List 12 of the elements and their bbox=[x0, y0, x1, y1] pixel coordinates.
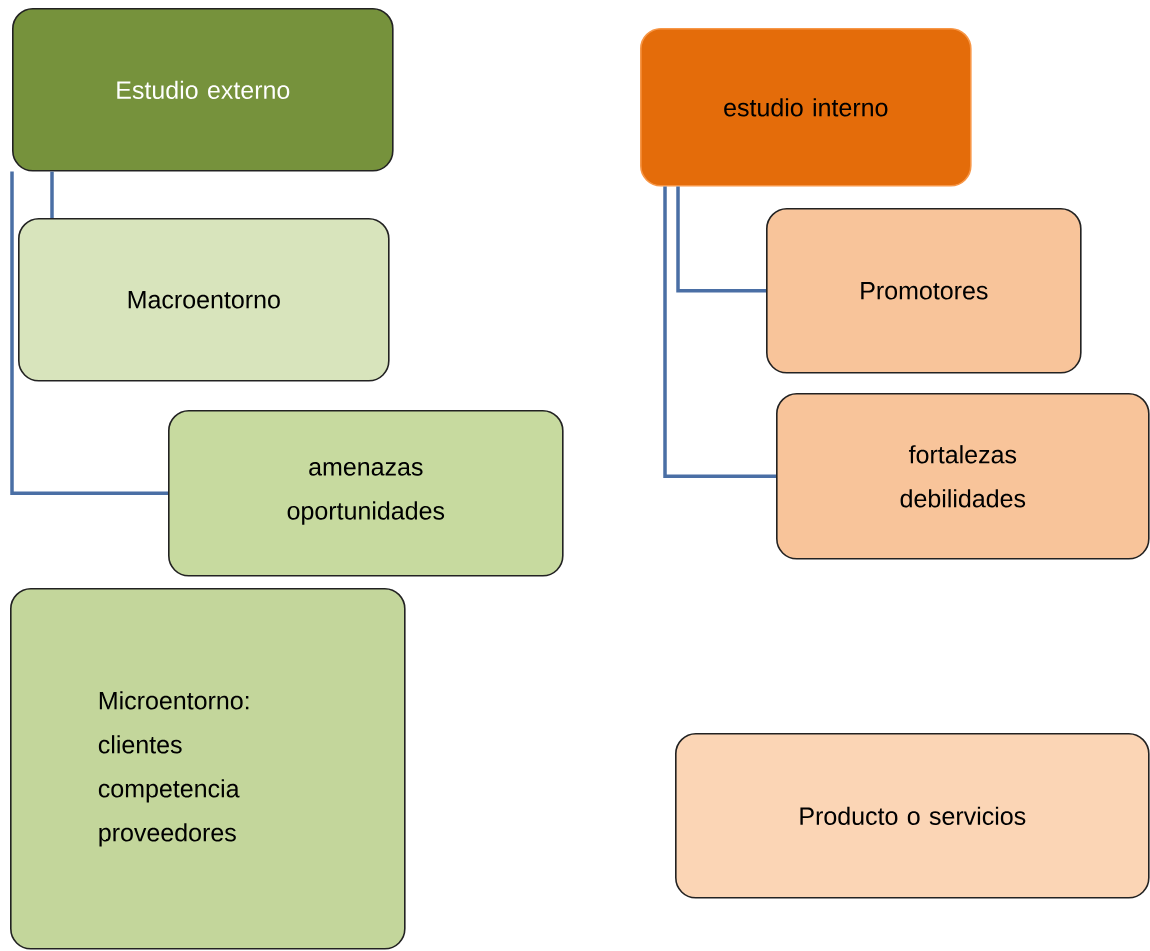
connector-line bbox=[50, 171, 54, 218]
topic-box: amenazas oportunidades bbox=[168, 410, 564, 577]
topic-box: Macroentorno bbox=[18, 218, 390, 382]
topic-box: fortalezas debilidades bbox=[776, 393, 1150, 560]
topic-box: Promotores bbox=[766, 208, 1082, 374]
connector-line bbox=[676, 186, 766, 293]
connector-line bbox=[663, 186, 776, 479]
topic-box: Microentorno: clientes competencia proveedores bbox=[10, 588, 406, 950]
connector-line bbox=[10, 171, 168, 496]
header-box: estudio interno bbox=[640, 28, 972, 187]
topic-box: Producto o servicios bbox=[675, 733, 1150, 899]
header-box: Estudio externo bbox=[12, 8, 394, 172]
